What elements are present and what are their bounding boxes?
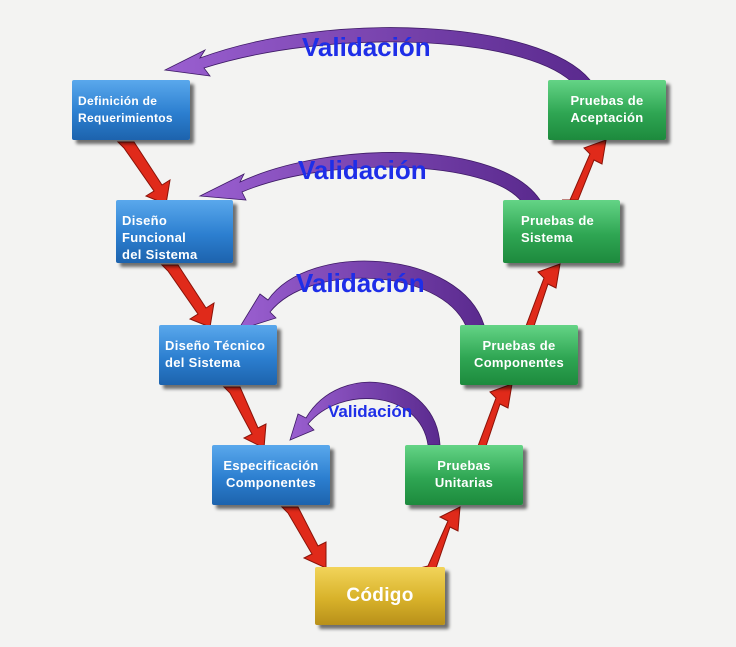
validation-label-components: Validación	[296, 268, 425, 298]
flow-arrow-6	[470, 383, 513, 447]
flow-arrow-3	[222, 386, 267, 449]
validation-label-acceptance: Validación	[302, 32, 431, 62]
flow-arrow-4	[280, 506, 327, 569]
validation-label-unit: Validación	[328, 402, 413, 421]
box-acceptance-tests: Pruebas de Aceptación	[548, 80, 666, 140]
flow-arrow-2	[160, 264, 215, 328]
box-code: Código	[315, 567, 445, 625]
validation-arrow-acceptance	[163, 27, 591, 83]
validation-label-system: Validación	[298, 155, 427, 185]
flow-arrow-1	[116, 141, 171, 205]
flow-arrow-7	[518, 263, 561, 327]
validation-arrow-system	[198, 152, 541, 203]
box-system-tests: Pruebas de Sistema	[503, 200, 620, 263]
box-component-specification: Especificación Componentes	[212, 445, 330, 505]
flow-arrow-8	[562, 139, 607, 201]
box-technical-design: Diseño Técnico del Sistema	[159, 325, 277, 385]
box-functional-design: Diseño Funcional del Sistema	[116, 200, 233, 263]
box-requirements-definition: Definición de Requerimientos	[72, 80, 190, 140]
box-unit-tests: Pruebas Unitarias	[405, 445, 523, 505]
validation-arrow-unit	[289, 381, 441, 446]
flow-arrow-5	[419, 506, 461, 569]
box-component-tests: Pruebas de Componentes	[460, 325, 578, 385]
